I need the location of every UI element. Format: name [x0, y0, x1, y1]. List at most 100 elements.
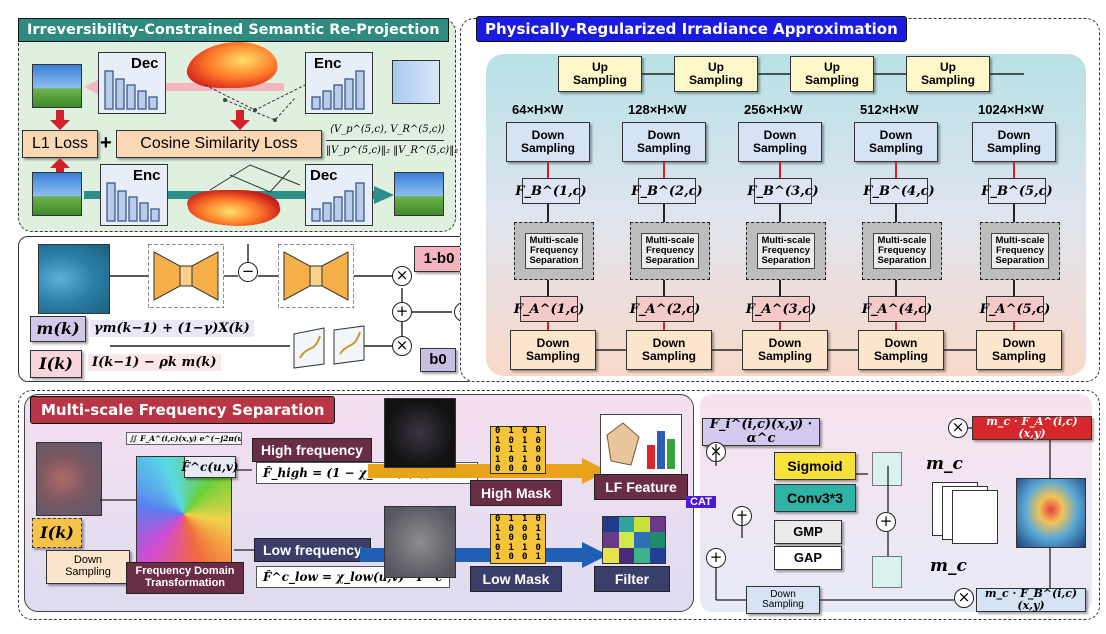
scale-label-1: 64×H×W [512, 102, 564, 117]
mask-cell: 1 [522, 454, 528, 465]
multiply-op-bottom: × [392, 336, 412, 356]
fhat-box: F̂^c(u,v) [181, 456, 239, 478]
mask-cell: 1 [522, 514, 528, 524]
up-sampling-1: Up Sampling [558, 56, 642, 92]
mfs-down-sampling: Down Sampling [46, 550, 130, 584]
mask-cell: 1 [508, 445, 514, 455]
down-sampling-peach-4: Down Sampling [858, 330, 944, 370]
l1-loss-box: L1 Loss [22, 130, 98, 158]
feature-map-input [38, 244, 110, 314]
fhat-text: F̂^c(u,v) [181, 459, 239, 474]
i-k-text: I(k) [39, 353, 73, 373]
input-image-top [32, 64, 82, 108]
wave-icon-top [872, 452, 902, 486]
dec-label-bottom: Dec [310, 167, 338, 184]
scale-label-3: 256×H×W [744, 102, 803, 117]
bottom-connectors [100, 427, 1051, 601]
down-sampling-blue-5: Down Sampling [972, 122, 1056, 162]
down-sampling-peach-5: Down Sampling [976, 330, 1062, 370]
autoencoder-icon-1 [148, 244, 224, 308]
mask-cell: 1 [535, 552, 541, 562]
mc-fb-text: m_c · F_B^(i,c)(x,y) [984, 587, 1078, 612]
pria-title: Physically-Regularized Irradiance Approx… [476, 16, 907, 42]
mask-cell: 0 [495, 542, 501, 553]
msfs-block-1: Multi-scale Frequency Separation [514, 222, 594, 280]
filter-icon [602, 516, 666, 564]
ik-box: I(k) [32, 518, 82, 548]
dec-block-top: Dec [98, 52, 166, 114]
feature-fb-1: F_B^(1,c) [515, 178, 587, 204]
mask-cell: 0 [535, 435, 541, 446]
mesh-graph-bottom [209, 164, 301, 193]
enc-block-top: Enc [305, 52, 373, 114]
mc-label-top: m_c [926, 454, 963, 474]
mask-cell: 1 [522, 435, 528, 446]
feature-fb-4: F_B^(4,c) [863, 178, 935, 204]
lf-feature-icon [600, 414, 682, 476]
mask-cell: 0 [535, 464, 541, 474]
mask-cell: 1 [522, 445, 528, 455]
cosine-loss-box: Cosine Similarity Loss [116, 130, 322, 158]
multiply-op-top: × [392, 266, 412, 286]
mask-cell: 0 [508, 435, 514, 446]
down-sampling-blue-1: Down Sampling [506, 122, 590, 162]
add-op-mid: + [392, 302, 412, 322]
mask-cell: 0 [495, 514, 501, 524]
mask-cell: 0 [495, 426, 501, 436]
mask-cell: 1 [535, 426, 541, 436]
low-freq-thumb [384, 506, 456, 578]
multiply-op-mc-bottom: × [954, 588, 974, 608]
fourier-integral: ∬ F_A^(i,c)(x,y) e^(−j2π(ux+vy)) dxdy [126, 432, 242, 445]
target-image-top [392, 60, 440, 104]
m-k-text: m(k) [36, 318, 80, 338]
fused-heatmap [1016, 478, 1086, 548]
feature-fa-3: F_A^(3,c) [746, 296, 816, 322]
fi-alpha-text: F_i^(i,c)(x,y) · α^c [709, 417, 813, 446]
fi-alpha-box: F_i^(i,c)(x,y) · α^c [702, 418, 820, 446]
mc-fb-box: m_c · F_B^(i,c)(x,y) [976, 588, 1086, 612]
up-sampling-4: Up Sampling [906, 56, 990, 92]
mfs-title: Multi-scale Frequency Separation [30, 396, 336, 424]
mask-cell: 1 [535, 533, 541, 543]
gmp-box: GMP [774, 520, 842, 544]
mask-cell: 1 [495, 454, 501, 465]
mask-cell: 0 [508, 464, 514, 474]
msfs-block-2: Multi-scale Frequency Separation [630, 222, 710, 280]
i-k-label: I(k) [30, 350, 82, 378]
mask-cell: 0 [535, 445, 541, 455]
msfs-label-2: Multi-scale Frequency Separation [641, 233, 699, 269]
filter-label: Filter [594, 566, 670, 592]
lf-feature-label: LF Feature [594, 474, 688, 500]
dec-block-bottom: Dec [305, 164, 373, 226]
m-k-equation: γm(k−1) + (1−γ)X(k) [90, 320, 254, 337]
autoencoder-icon-2 [278, 244, 354, 308]
msfs-label-3: Multi-scale Frequency Separation [757, 233, 815, 269]
connector-lines-mid [110, 244, 452, 347]
mask-cell: 0 [508, 552, 514, 562]
scale-label-4: 512×H×W [860, 102, 919, 117]
down-sampling-peach-3: Down Sampling [742, 330, 828, 370]
mask-cell: 0 [522, 552, 528, 562]
feature-fb-2: F_B^(2,c) [631, 178, 703, 204]
feature-fb-3: F_B^(3,c) [747, 178, 819, 204]
blurry-input [36, 442, 102, 516]
scale-label-2: 128×H×W [628, 102, 687, 117]
enc-block-bottom: Enc [100, 164, 168, 226]
fusion-down-sampling: Down Sampling [746, 586, 820, 614]
high-frequency-label: High frequency [252, 438, 372, 462]
mask-cell: 1 [535, 523, 541, 534]
reprojection-title: Irreversibility-Constrained Semantic Re-… [18, 18, 449, 42]
mask-cell: 1 [495, 435, 501, 446]
pria-bg-gradient [486, 54, 1086, 376]
mask-cell: 0 [522, 523, 528, 534]
mask-cell: 1 [508, 514, 514, 524]
msfs-label-5: Multi-scale Frequency Separation [991, 233, 1049, 269]
down-sampling-blue-3: Down Sampling [738, 122, 822, 162]
high-mask-label: High Mask [470, 480, 562, 506]
